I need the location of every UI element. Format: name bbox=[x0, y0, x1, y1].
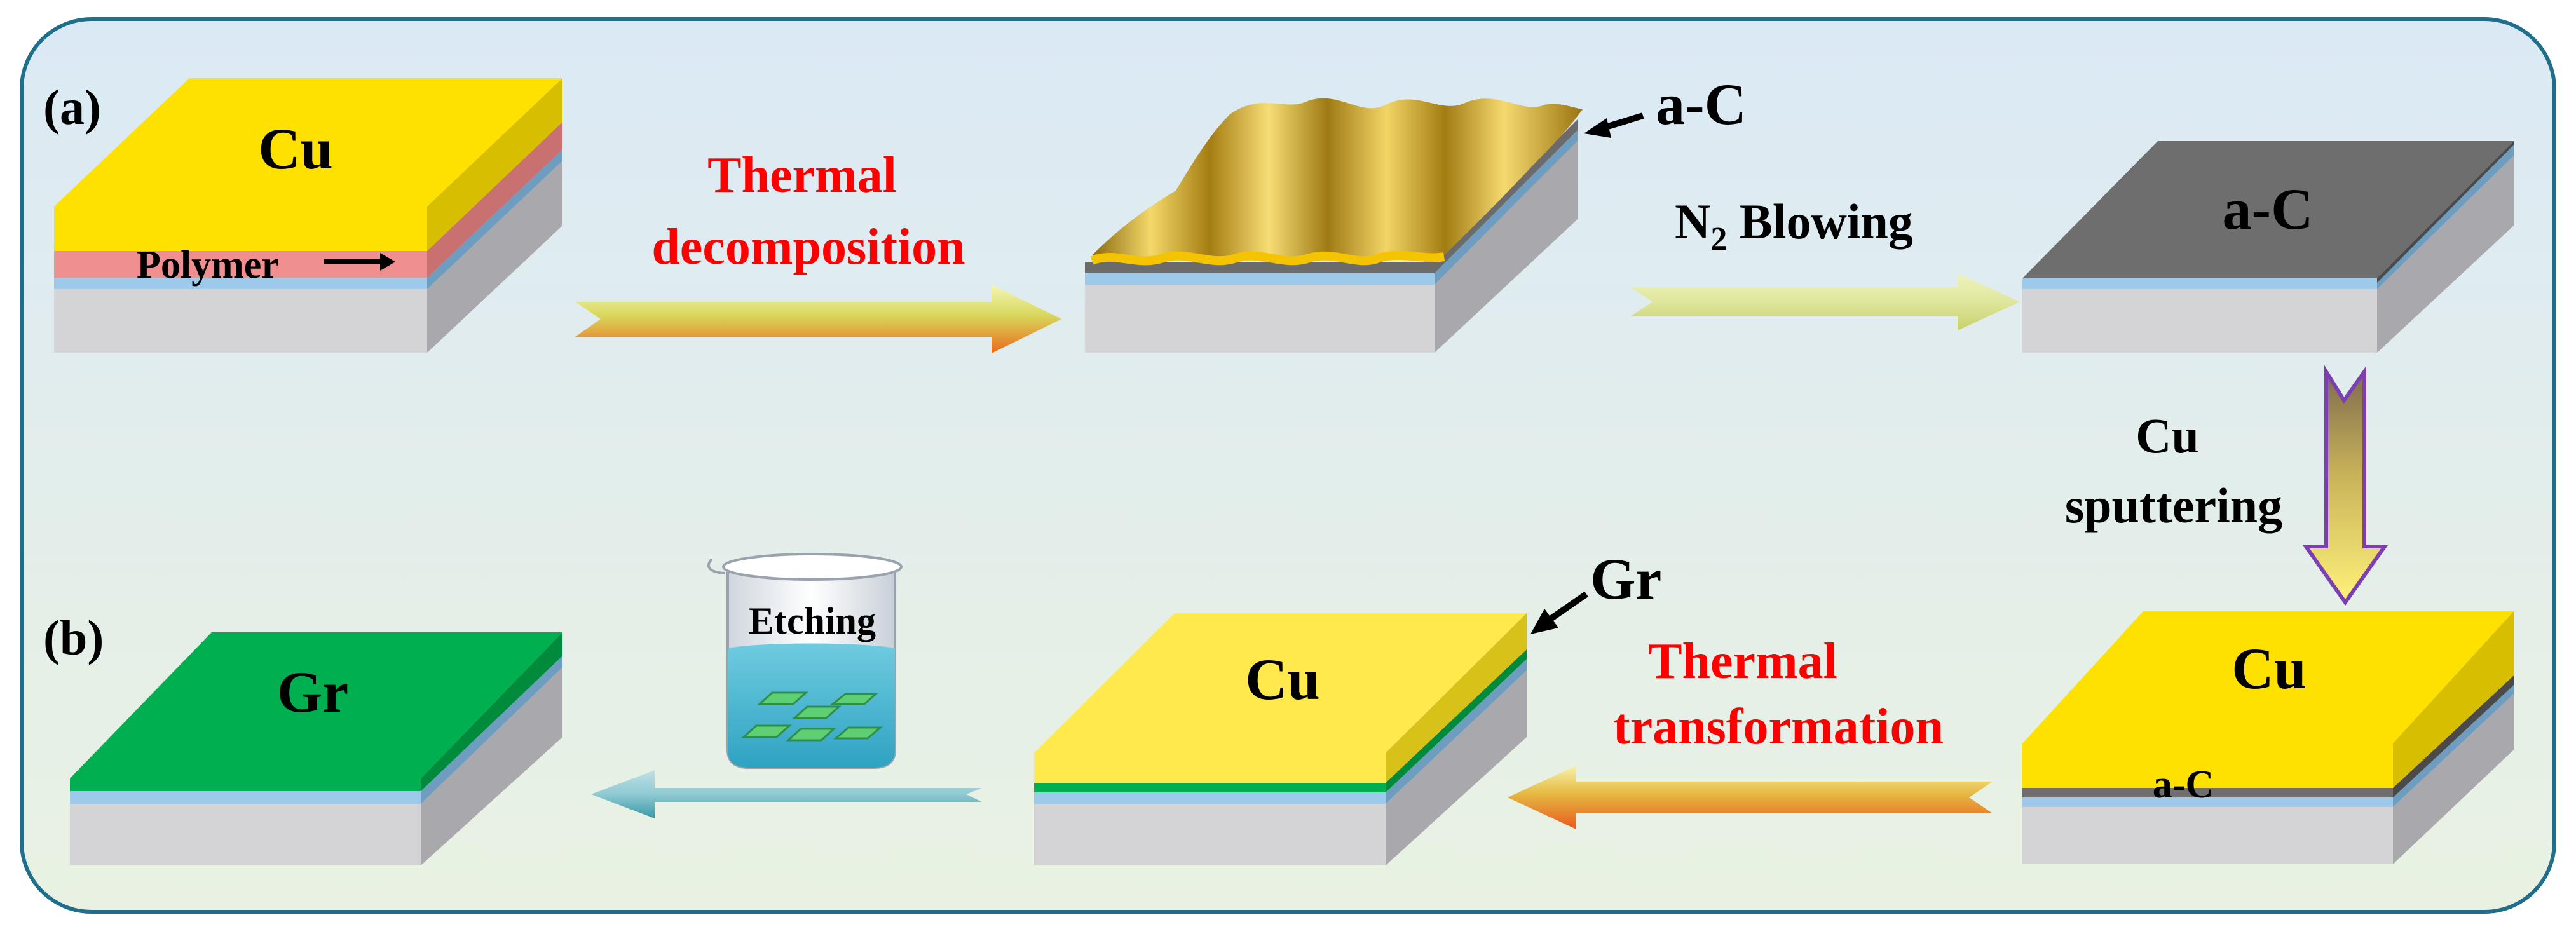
arrow-thermal-transformation bbox=[1508, 766, 1993, 829]
arrow-transfer bbox=[591, 770, 982, 818]
sample1-layer-label: Polymer bbox=[137, 243, 279, 287]
panel-label-a: (a) bbox=[43, 79, 101, 135]
sample-cu-polymer: Cu Polymer bbox=[54, 78, 562, 353]
n2-symbol: N bbox=[1675, 194, 1710, 249]
gr-callout-arrow bbox=[1548, 591, 1588, 623]
sample-a-c: a-C bbox=[2022, 141, 2514, 353]
arrow-thermal-decomposition bbox=[575, 285, 1061, 353]
step-n2-blowing: N2 Blowing bbox=[1675, 194, 1913, 257]
etching-beaker: Etching bbox=[707, 553, 903, 769]
n2-subscript: 2 bbox=[1710, 221, 1727, 257]
sample-cu-on-a-c: Cu a-C bbox=[2022, 611, 2514, 864]
sample1-top-label: Cu bbox=[258, 116, 333, 181]
arrow-cu-sputtering bbox=[2302, 365, 2389, 606]
step-thermal-decomposition-line2: decomposition bbox=[651, 219, 965, 275]
frame-border bbox=[20, 17, 2556, 914]
step-thermal-transformation-line2: transformation bbox=[1613, 699, 1944, 755]
beaker-label: Etching bbox=[749, 600, 876, 642]
sample-cu-on-gr: Cu Gr bbox=[1034, 546, 1661, 865]
panel-label-b: (b) bbox=[43, 610, 104, 665]
sample6-top-label: Gr bbox=[277, 660, 348, 724]
sample-wavy-a-c: a-C bbox=[1085, 72, 1747, 353]
step-thermal-decomposition-line1: Thermal bbox=[707, 147, 897, 203]
gr-callout-arrowhead bbox=[1530, 609, 1558, 634]
sample4-front-label: a-C bbox=[2153, 763, 2214, 806]
sample4-top-label: Cu bbox=[2232, 636, 2307, 701]
sample3-top-label: a-C bbox=[2222, 177, 2313, 241]
blowing-text: Blowing bbox=[1727, 194, 1913, 249]
sample5-callout: Gr bbox=[1590, 546, 1661, 611]
arrow-n2-blowing bbox=[1630, 273, 2020, 330]
polymer-pointer-arrowhead bbox=[380, 253, 395, 271]
graphene-flakes bbox=[741, 691, 883, 742]
sample5-top-label: Cu bbox=[1245, 647, 1320, 712]
step-thermal-transformation-line1: Thermal bbox=[1648, 634, 1837, 689]
step-cu-sputtering-line2: sputtering bbox=[2065, 478, 2282, 533]
sample-gr: Gr bbox=[70, 632, 562, 865]
step-cu-sputtering-line1: Cu bbox=[2136, 408, 2199, 463]
sample2-callout: a-C bbox=[1656, 72, 1747, 137]
a-c-callout-arrowhead bbox=[1584, 118, 1611, 138]
